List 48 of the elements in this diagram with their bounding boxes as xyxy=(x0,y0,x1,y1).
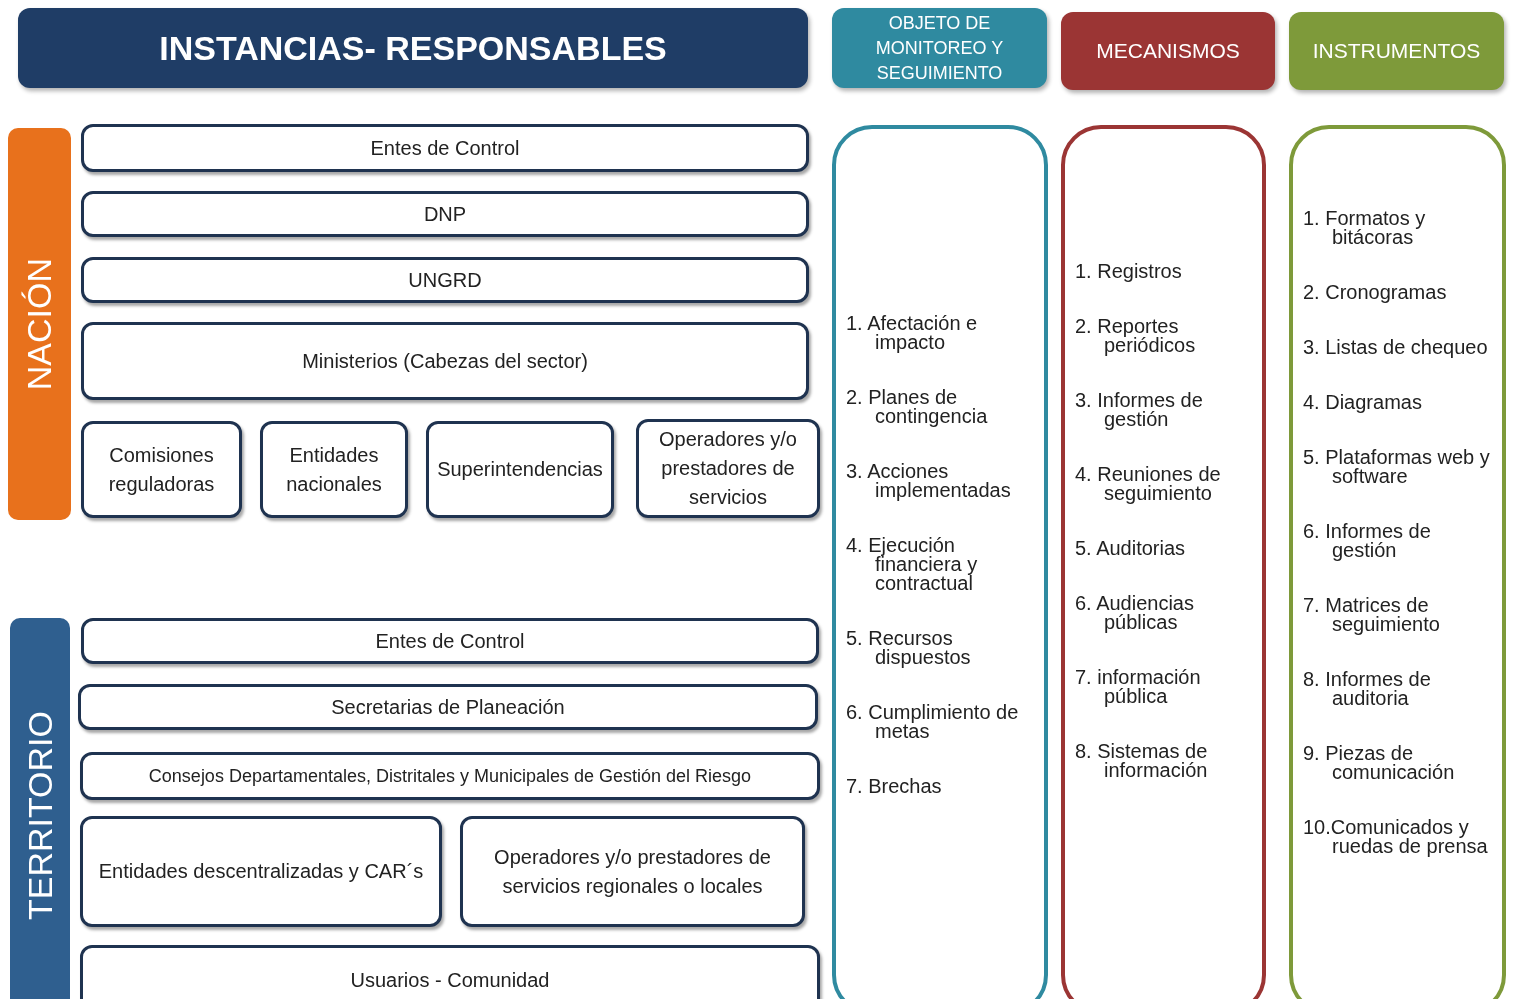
entity-box: Entes de Control xyxy=(81,124,809,172)
list-item: 1. Formatos y bitácoras xyxy=(1303,209,1427,247)
list-item: 4. Diagramas xyxy=(1303,393,1423,412)
entity-box: Ministerios (Cabezas del sector) xyxy=(81,322,809,400)
entity-box: Entes de Control xyxy=(81,618,819,664)
list-item: 3. Acciones implementadas xyxy=(846,462,1012,500)
list-item: 7. Matrices de seguimiento xyxy=(1303,596,1441,634)
list-item: 9. Piezas de comunicación xyxy=(1303,744,1456,782)
list-item: 5. Plataformas web y software xyxy=(1303,448,1491,486)
list-item: 8. Informes de auditoria xyxy=(1303,670,1432,708)
entity-box: Entidades descentralizadas y CAR´s xyxy=(80,816,442,927)
entity-box: Operadores y/o prestadores de servicios regionales o locales xyxy=(460,816,805,927)
list-item: 1. Registros xyxy=(1075,262,1183,281)
entity-box: UNGRD xyxy=(81,257,809,303)
entity-box: Operadores y/o prestadores de servicios xyxy=(636,419,820,518)
list-panel xyxy=(1061,125,1266,999)
column-header: MECANISMOS xyxy=(1061,12,1275,90)
section-band: NACIÓN xyxy=(8,128,71,520)
entity-box: Superintendencias xyxy=(426,421,614,518)
column-header: OBJETO DE MONITOREO Y SEGUIMIENTO xyxy=(832,8,1047,88)
list-item: 2. Reportes periódicos xyxy=(1075,317,1197,355)
list-item: 6. Cumplimiento de metas xyxy=(846,703,1020,741)
entity-box: Comisiones reguladoras xyxy=(81,421,242,518)
entity-box: Consejos Departamentales, Distritales y Municipales de Gestión del Riesgo xyxy=(80,752,820,800)
list-panel xyxy=(1289,125,1506,999)
entity-box: DNP xyxy=(81,191,809,237)
list-item: 4. Ejecución financiera y contractual xyxy=(846,536,979,593)
list-item: 2. Cronogramas xyxy=(1303,283,1448,302)
section-band: TERRITORIO xyxy=(10,618,70,999)
list-item: 7. información pública xyxy=(1075,668,1202,706)
list-panel xyxy=(832,125,1048,999)
list-item: 3. Listas de chequeo xyxy=(1303,338,1489,357)
entity-box: Secretarias de Planeación xyxy=(78,684,818,730)
column-header: INSTRUMENTOS xyxy=(1289,12,1504,90)
list-item: 2. Planes de contingencia xyxy=(846,388,989,426)
list-item: 6. Audiencias públicas xyxy=(1075,594,1195,632)
list-item: 5. Auditorias xyxy=(1075,539,1187,558)
list-item: 7. Brechas xyxy=(846,777,943,796)
list-item: 6. Informes de gestión xyxy=(1303,522,1432,560)
list-item: 3. Informes de gestión xyxy=(1075,391,1204,429)
list-item: 4. Reuniones de seguimiento xyxy=(1075,465,1222,503)
list-item: 5. Recursos dispuestos xyxy=(846,629,972,667)
list-item: 8. Sistemas de información xyxy=(1075,742,1209,780)
column-header: INSTANCIAS- RESPONSABLES xyxy=(18,8,808,88)
entity-box: Usuarios - Comunidad xyxy=(80,945,820,999)
entity-box: Entidades nacionales xyxy=(260,421,408,518)
list-item: 10.Comunicados y ruedas de prensa xyxy=(1303,818,1489,856)
list-item: 1. Afectación e impacto xyxy=(846,314,979,352)
